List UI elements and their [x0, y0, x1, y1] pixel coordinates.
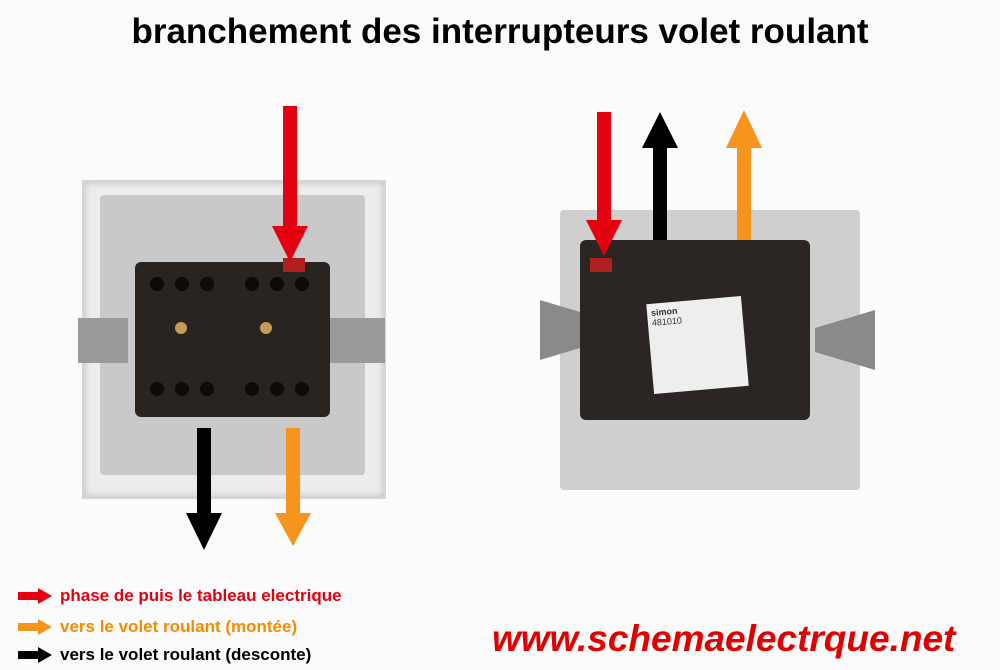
legend-item-phase: phase de puis le tableau electrique: [18, 586, 342, 606]
legend-item-descente: vers le volet roulant (desconte): [18, 645, 311, 665]
arrow-up-icon: [642, 112, 678, 240]
mount-claw-right: [330, 318, 385, 363]
switch-mechanism: [135, 262, 330, 417]
arrow-right-icon: [18, 619, 52, 635]
page-title: branchement des interrupteurs volet roul…: [131, 12, 869, 51]
legend-label: vers le volet roulant (montée): [60, 617, 298, 636]
arrow-up-icon: [726, 110, 762, 240]
legend-item-montee: vers le volet roulant (montée): [18, 617, 297, 637]
arrow-right-icon: [18, 588, 52, 604]
legend-label: phase de puis le tableau electrique: [60, 586, 342, 605]
phase-terminal: [283, 258, 305, 272]
arrow-right-icon: [18, 647, 52, 663]
arrow-down-icon: [586, 112, 622, 256]
wiring-arrows: [186, 106, 762, 550]
mount-claw-left: [78, 318, 128, 363]
arrow-down-icon: [275, 428, 311, 546]
phase-terminal: [590, 258, 612, 272]
legend-label: vers le volet roulant (desconte): [60, 645, 312, 664]
arrow-down-icon: [272, 106, 308, 262]
arrow-down-icon: [186, 428, 222, 550]
website-link[interactable]: www.schemaelectrque.net: [492, 618, 956, 659]
